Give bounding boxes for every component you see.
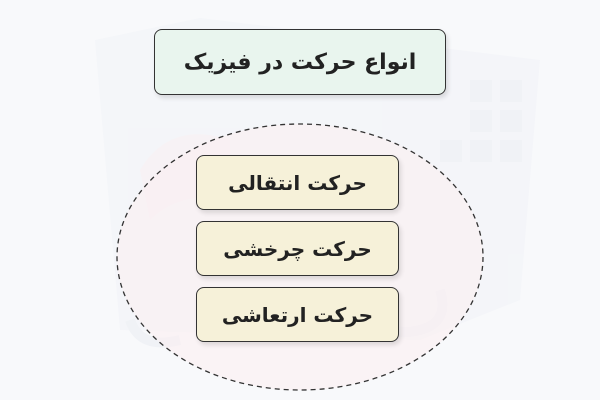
- motion-type-label: حرکت چرخشی: [223, 236, 372, 261]
- motion-type-box: حرکت انتقالی: [196, 155, 399, 210]
- motion-type-label: حرکت ارتعاشی: [221, 302, 374, 327]
- title-box: انواع حرکت در فیزیک: [154, 29, 446, 95]
- motion-type-label: حرکت انتقالی: [228, 170, 367, 195]
- motion-type-box: حرکت چرخشی: [196, 221, 399, 276]
- motion-type-box: حرکت ارتعاشی: [196, 287, 399, 342]
- diagram-title: انواع حرکت در فیزیک: [183, 49, 417, 75]
